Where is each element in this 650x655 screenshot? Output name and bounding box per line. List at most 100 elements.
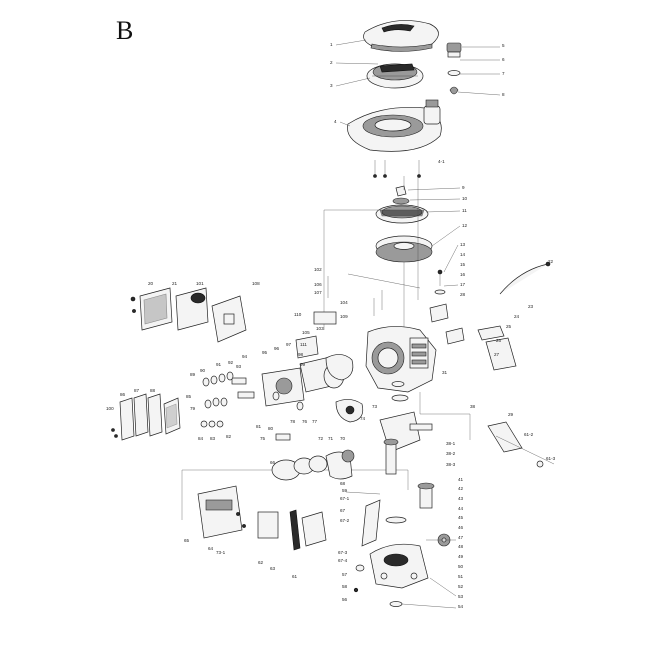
callout-59: 59 bbox=[342, 488, 348, 493]
callout-22: 22 bbox=[548, 259, 554, 264]
callout-4-1: 4-1 bbox=[438, 159, 445, 164]
callout-54: 54 bbox=[458, 604, 464, 609]
callout-93: 93 bbox=[236, 364, 242, 369]
callout-45: 45 bbox=[458, 515, 464, 520]
callout-67-1: 67-1 bbox=[340, 496, 350, 501]
callout-82: 82 bbox=[226, 434, 232, 439]
fan-housing bbox=[347, 99, 442, 152]
callout-77: 77 bbox=[312, 419, 318, 424]
callout-68: 68 bbox=[340, 481, 346, 486]
callout-12: 12 bbox=[462, 223, 468, 228]
callout-11: 11 bbox=[462, 208, 467, 213]
governor-linkage bbox=[445, 261, 555, 468]
callout-63: 63 bbox=[270, 566, 276, 571]
callout-53: 53 bbox=[458, 594, 464, 599]
callout-98: 98 bbox=[298, 352, 304, 357]
callout-57: 57 bbox=[342, 572, 348, 577]
callout-62: 62 bbox=[258, 560, 264, 565]
callout-97: 97 bbox=[286, 342, 292, 347]
callout-86: 86 bbox=[120, 392, 126, 397]
callout-76: 76 bbox=[302, 419, 308, 424]
small-cap-parts bbox=[446, 42, 462, 95]
carburetor-cluster bbox=[231, 355, 364, 441]
callout-46: 46 bbox=[458, 525, 464, 530]
recoil-cover bbox=[363, 20, 439, 52]
callout-90: 90 bbox=[200, 368, 206, 373]
callout-105: 105 bbox=[302, 330, 310, 335]
callout-72: 72 bbox=[318, 436, 324, 441]
callout-48: 48 bbox=[458, 544, 464, 549]
callout-70: 70 bbox=[340, 436, 346, 441]
callout-16: 16 bbox=[460, 272, 466, 277]
callout-31: 31 bbox=[442, 370, 448, 375]
callout-81: 81 bbox=[256, 424, 262, 429]
callout-73-1: 73-1 bbox=[216, 550, 226, 555]
callout-49: 49 bbox=[458, 554, 464, 559]
callout-44: 44 bbox=[458, 506, 464, 511]
callout-67: 67 bbox=[340, 508, 346, 513]
callout-23: 23 bbox=[528, 304, 534, 309]
callout-85: 85 bbox=[186, 394, 192, 399]
callout-6: 6 bbox=[502, 57, 505, 62]
starter-pulley bbox=[366, 63, 424, 89]
callout-111: 111 bbox=[300, 342, 307, 347]
callout-27: 27 bbox=[494, 352, 500, 357]
callout-88: 88 bbox=[150, 388, 156, 393]
piston-rings bbox=[271, 449, 355, 481]
callout-43: 43 bbox=[458, 496, 464, 501]
callout-67-4: 67-4 bbox=[338, 558, 348, 563]
callout-21: 21 bbox=[172, 281, 178, 286]
callout-108: 108 bbox=[252, 281, 260, 286]
callout-75: 75 bbox=[260, 436, 266, 441]
callout-95: 95 bbox=[262, 350, 268, 355]
callout-106: 106 bbox=[314, 282, 322, 287]
flywheel-stack bbox=[375, 185, 433, 263]
callout-41: 41 bbox=[458, 477, 464, 482]
callout-102: 102 bbox=[314, 267, 322, 272]
callout-99: 99 bbox=[300, 362, 306, 367]
callout-73: 73 bbox=[372, 404, 378, 409]
callout-17: 17 bbox=[460, 282, 466, 287]
callout-64: 64 bbox=[208, 546, 214, 551]
callout-51: 51 bbox=[458, 574, 464, 579]
callout-100: 100 bbox=[106, 406, 114, 411]
sheet-letter: B bbox=[116, 16, 134, 45]
callout-14: 14 bbox=[460, 252, 466, 257]
callout-38-2: 38-2 bbox=[446, 451, 456, 456]
callout-79: 79 bbox=[190, 406, 196, 411]
callout-52: 52 bbox=[458, 584, 464, 589]
callout-56: 56 bbox=[342, 597, 348, 602]
callout-61: 61 bbox=[292, 574, 298, 579]
leader-lines bbox=[335, 39, 501, 609]
callout-38: 38 bbox=[470, 404, 476, 409]
callout-4: 4 bbox=[334, 119, 337, 124]
callout-65: 65 bbox=[184, 538, 190, 543]
callout-103: 103 bbox=[316, 326, 324, 331]
callout-67-2: 67-2 bbox=[340, 518, 350, 523]
callout-38-1: 38-1 bbox=[446, 441, 456, 446]
callout-67-3: 67-3 bbox=[338, 550, 348, 555]
callout-10: 10 bbox=[462, 196, 468, 201]
callout-71: 71 bbox=[328, 436, 334, 441]
callout-1: 1 bbox=[330, 42, 333, 47]
callout-28: 28 bbox=[460, 292, 466, 297]
callout-61-3: 61-3 bbox=[546, 456, 556, 461]
callout-89: 89 bbox=[190, 372, 196, 377]
callout-5: 5 bbox=[502, 43, 505, 48]
air-filter-assembly bbox=[130, 287, 247, 343]
callout-109: 109 bbox=[340, 314, 348, 319]
fuel-tank-assembly bbox=[197, 485, 327, 551]
callout-61-2: 61-2 bbox=[524, 432, 534, 437]
callout-24: 24 bbox=[514, 314, 520, 319]
callout-8: 8 bbox=[502, 92, 505, 97]
callout-101: 101 bbox=[196, 281, 204, 286]
callout-13: 13 bbox=[460, 242, 466, 247]
callout-84: 84 bbox=[198, 436, 204, 441]
callout-83: 83 bbox=[210, 436, 216, 441]
bolts-right bbox=[327, 269, 449, 323]
callout-58: 58 bbox=[342, 584, 348, 589]
small-hardware-left bbox=[200, 371, 234, 428]
callout-110: 110 bbox=[294, 312, 302, 317]
